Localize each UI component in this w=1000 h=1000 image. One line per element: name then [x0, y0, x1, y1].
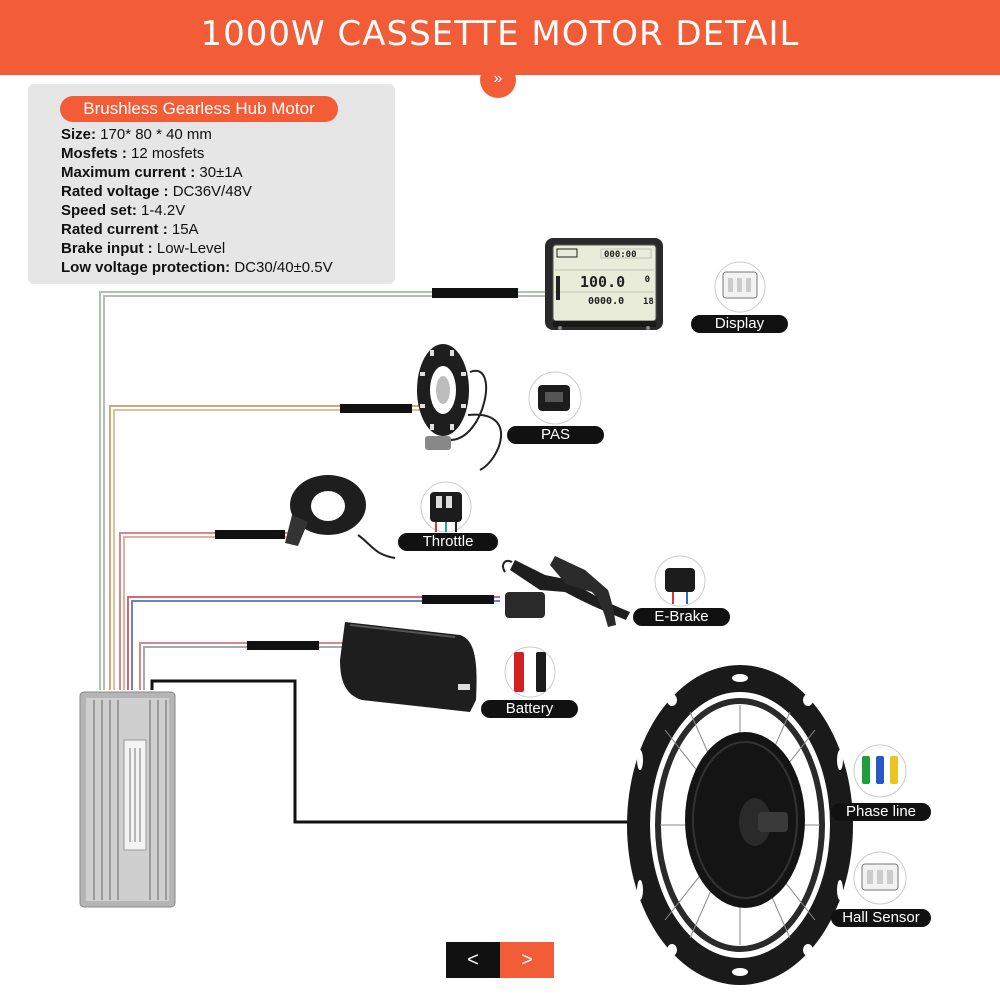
throttle-connector-icon: [421, 482, 471, 532]
pas-sensor: [417, 344, 501, 470]
pas-wire-sleeve: [340, 404, 412, 413]
display-label: Display: [691, 315, 788, 333]
throttle-wire: [120, 533, 290, 690]
hub-motor-wheel: [627, 665, 853, 985]
ebrake-levers: [503, 556, 630, 627]
pas-label: PAS: [507, 426, 604, 444]
pas-connector-icon: [529, 372, 581, 424]
lcd-display: 000:00 100.0 0 0000.0 18: [545, 238, 663, 330]
throttle-wire-sleeve: [215, 530, 285, 539]
display-time: 000:00: [604, 250, 637, 260]
phase-line-label: Phase line: [831, 803, 931, 821]
ebrake-connector-icon: [655, 556, 705, 606]
next-button[interactable]: >: [500, 942, 554, 978]
display-wire-sleeve: [432, 288, 518, 298]
hall-sensor-connector-icon: [854, 852, 906, 904]
phase-line-connector-icon: [854, 745, 906, 797]
battery-connector-icon: [505, 647, 555, 697]
throttle-grip: [285, 475, 395, 558]
battery-wire: [140, 643, 345, 690]
hall-sensor-label: Hall Sensor: [831, 909, 931, 927]
battery-wire-sleeve: [247, 641, 319, 650]
display-level: 0: [645, 275, 650, 285]
controller: [80, 692, 175, 907]
display-temp: 18: [643, 297, 654, 307]
throttle-label: Throttle: [398, 533, 498, 551]
battery-pack: [340, 622, 477, 712]
ebrake-label: E-Brake: [633, 608, 730, 626]
prev-button[interactable]: <: [446, 942, 500, 978]
display-connector-icon: [715, 262, 765, 312]
display-speed: 100.0: [580, 273, 625, 291]
battery-label: Battery: [481, 700, 578, 718]
ebrake-wire-sleeve: [422, 595, 494, 604]
display-odo: 0000.0: [588, 296, 624, 307]
